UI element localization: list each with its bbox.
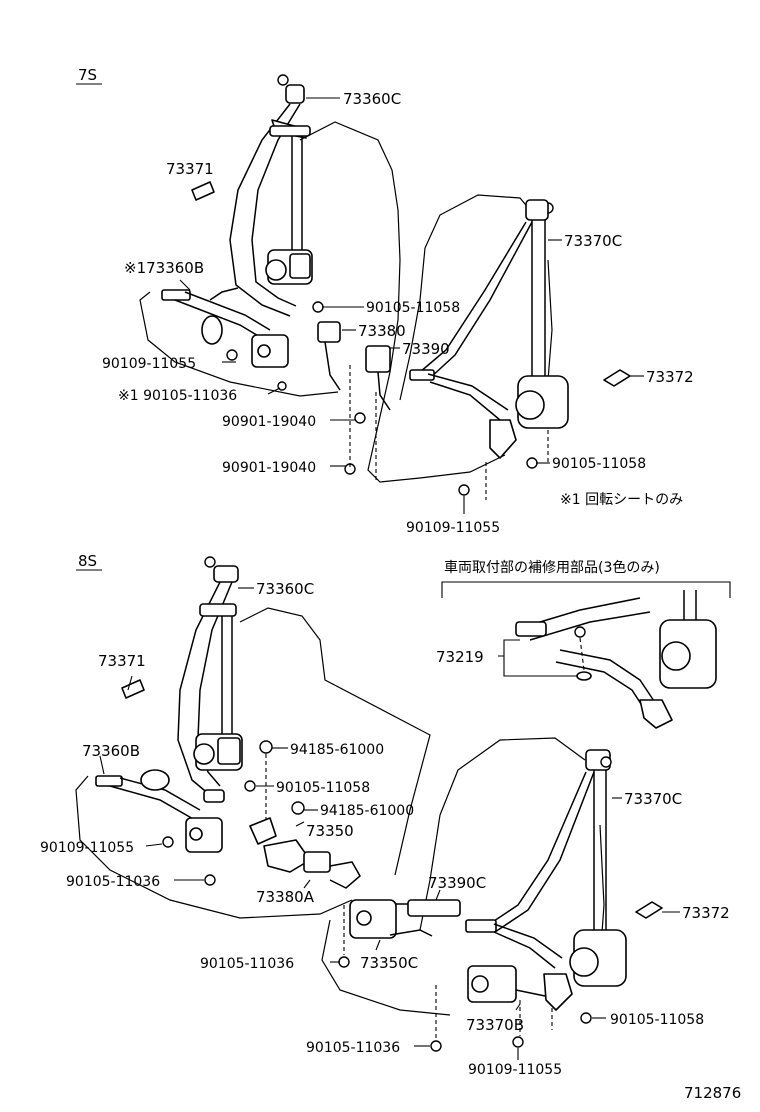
label-90105-11058-8s-a: 90105-11058: [276, 780, 370, 796]
label-73360c-7s: 73360C: [343, 90, 401, 108]
label-90105-11036-8s-b: 90105-11036: [200, 956, 294, 972]
inset-leader-73219: [498, 639, 578, 677]
inset-heading: 車両取付部の補修用部品(3色のみ): [444, 559, 660, 576]
inset-bracket: [441, 581, 731, 598]
belt-assembly-73360c-8s: [177, 556, 243, 796]
section-8s-label: 8S: [78, 552, 97, 570]
note-rotating-seat-only: ※1 回転シートのみ: [560, 492, 683, 508]
label-73370c-7s: 73370C: [564, 232, 622, 250]
cover-73372-7s: [603, 369, 631, 387]
label-90105-11058-8s-b: 90105-11058: [610, 1012, 704, 1028]
label-90901-19040-7s-a: 90901-19040: [222, 414, 316, 430]
label-90109-11055-7s-b: 90109-11055: [406, 520, 500, 536]
buckle-73380-7s: [317, 321, 341, 391]
label-73370c-8s: 73370C: [624, 790, 682, 808]
label-73390-7s: 73390: [402, 340, 450, 358]
leader-lines-7s: [179, 97, 644, 514]
label-73360b-8s: 73360B: [82, 742, 140, 760]
section-7s: 7S: [76, 66, 694, 536]
label-73350-8s: 73350: [306, 822, 354, 840]
label-73390c-8s: 73390C: [428, 874, 486, 892]
label-73370b-8s: 73370B: [466, 1016, 524, 1034]
dashed-mount-lines-7s: [349, 365, 549, 500]
label-90105-11036-8s-c: 90105-11036: [306, 1040, 400, 1056]
buckle-73350c-73390c-8s: [349, 899, 461, 939]
label-73371-7s: 73371: [166, 160, 214, 178]
cover-73372-8s: [635, 901, 663, 919]
belt-assembly-73370c-7s: [409, 199, 569, 459]
label-90105-11058-7s-b: 90105-11058: [552, 456, 646, 472]
label-90109-11055-8s-a: 90109-11055: [40, 840, 134, 856]
label-73380-7s: 73380: [358, 322, 406, 340]
label-73360c-8s: 73360C: [256, 580, 314, 598]
label-73219: 73219: [436, 648, 484, 666]
bolts-8s: [162, 740, 612, 1052]
belt-assembly-73360c-7s: [229, 74, 313, 317]
belt-assembly-73370c-8s: [465, 749, 627, 1011]
section-7s-label: 7S: [78, 66, 97, 84]
inset-belt-assembly: [515, 590, 717, 729]
lap-belt-73360b-8s: [95, 769, 225, 853]
label-73372-7s: 73372: [646, 368, 694, 386]
lap-belt-173360b-7s: [161, 287, 289, 368]
leader-lines-8s: [99, 587, 680, 1060]
cover-73371-7s: [191, 181, 215, 201]
seat-outline-7s-left: [139, 121, 421, 483]
label-90105-11036-8s-a: 90105-11036: [66, 874, 160, 890]
label-90109-11055-8s-b: 90109-11055: [468, 1062, 562, 1078]
label-73380a-8s: 73380A: [256, 888, 315, 906]
label-90109-11055-7s-a: 90109-11055: [102, 356, 196, 372]
label-73350c-8s: 73350C: [360, 954, 418, 972]
buckle-73350-73380a-8s: [249, 817, 361, 889]
repair-parts-inset: 車両取付部の補修用部品(3色のみ) 73219: [436, 559, 731, 729]
section-8s: 8S: [40, 552, 730, 1078]
label-173360b-7s: ※173360B: [124, 259, 204, 277]
label-73372-8s: 73372: [682, 904, 730, 922]
dashed-mount-lines-8s: [265, 754, 553, 1040]
label-94185-61000-8s-a: 94185-61000: [290, 742, 384, 758]
label-90901-19040-7s-b: 90901-19040: [222, 460, 316, 476]
label-90105-11058-7s-a: 90105-11058: [366, 300, 460, 316]
buckle-73390-7s: [365, 345, 391, 411]
label-94185-61000-8s-b: 94185-61000: [320, 803, 414, 819]
seat-outline-7s-right: [399, 194, 553, 479]
seat-outline-8s-left: [75, 607, 431, 919]
retractor-73370b-8s: [467, 965, 546, 1003]
catalog-number: 712876: [684, 1084, 741, 1102]
label-73371-8s: 73371: [98, 652, 146, 670]
cover-73371-8s: [121, 679, 145, 699]
label-90105-11036-star-7s: ※1 90105-11036: [118, 388, 237, 404]
